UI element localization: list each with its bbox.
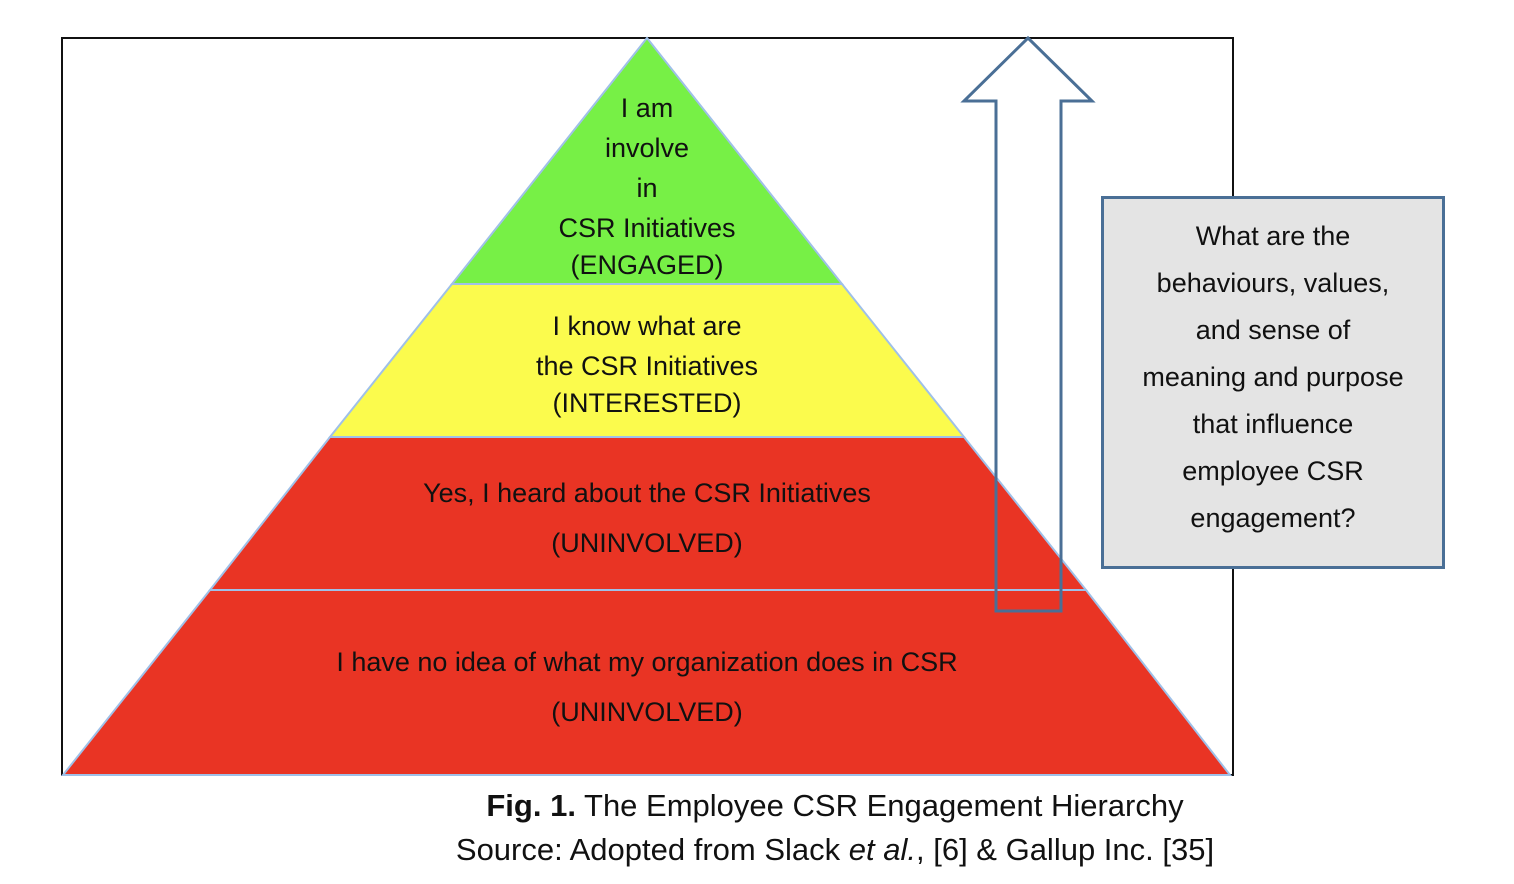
level-interested-line: (INTERESTED) [552, 388, 742, 418]
level-engaged-line: CSR Initiatives [558, 213, 736, 243]
question-box: What are the behaviours, values, and sen… [1101, 196, 1445, 569]
level-heard-line: (UNINVOLVED) [551, 528, 743, 558]
level-no-idea-line: (UNINVOLVED) [551, 697, 743, 727]
level-engaged-line: (ENGAGED) [570, 250, 724, 280]
level-heard-text: Yes, I heard about the CSR Initiatives (… [347, 468, 947, 568]
level-interested-text: I know what are the CSR Initiatives (INT… [447, 306, 847, 423]
level-engaged-line: in [636, 173, 658, 203]
level-interested-line: the CSR Initiatives [535, 351, 759, 381]
caption-source-suffix: , [6] & Gallup Inc. [35] [915, 832, 1215, 867]
question-line: and sense of [1195, 315, 1351, 345]
question-line: engagement? [1190, 503, 1356, 533]
level-no-idea-text: I have no idea of what my organization d… [247, 637, 1047, 737]
question-line: behaviours, values, [1156, 268, 1390, 298]
question-line: What are the [1195, 221, 1351, 251]
figure-caption: Fig. 1. The Employee CSR Engagement Hier… [380, 786, 1290, 870]
caption-title-line: Fig. 1. The Employee CSR Engagement Hier… [380, 786, 1290, 826]
caption-source-line: Source: Adopted from Slack et al., [6] &… [380, 830, 1290, 870]
level-engaged-line: involve [604, 133, 690, 163]
question-text: What are the behaviours, values, and sen… [1104, 213, 1442, 542]
caption-source-prefix: Source: Adopted from Slack [455, 832, 849, 867]
question-line: that influence [1192, 409, 1354, 439]
level-engaged-line: I am [620, 93, 674, 123]
question-line: meaning and purpose [1142, 362, 1404, 392]
pyramid-level-engaged [449, 36, 845, 285]
caption-title: The Employee CSR Engagement Hierarchy [575, 788, 1184, 823]
caption-source-italic: et al. [848, 832, 916, 867]
level-interested-line: I know what are [552, 311, 742, 341]
question-line: employee CSR [1182, 456, 1364, 486]
caption-fig-label: Fig. 1. [486, 788, 576, 823]
up-arrow-icon [960, 35, 1096, 613]
level-no-idea-line: I have no idea of what my organization d… [336, 647, 958, 677]
level-heard-line: Yes, I heard about the CSR Initiatives [423, 478, 871, 508]
level-engaged-text: I am involve in CSR Initiatives (ENGAGED… [497, 88, 797, 285]
